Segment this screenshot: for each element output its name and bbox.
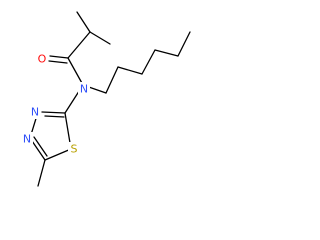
atom-label-layer: O N N N S [21, 52, 90, 156]
ring-nitrogen-1-atom: N [29, 105, 41, 119]
bond-hexyl-3 [117, 66, 143, 75]
ring-sulfur-atom: S [68, 142, 80, 156]
bond-ring-methyl [37, 159, 46, 187]
bond-carbonyl-oxygen-a [49, 55, 69, 59]
bond-carbonyl-oxygen-b [48, 60, 68, 64]
bond-ring-c2-n3-a [41, 111, 66, 114]
bond-layer [29, 11, 191, 187]
carbonyl-oxygen-atom: O [36, 52, 48, 66]
bond-ch-carbonyl [67, 31, 91, 59]
bond-hexyl-2 [105, 66, 119, 94]
molecule-diagram: O N N N S [21, 11, 191, 187]
bond-hexyl-6 [177, 31, 191, 57]
sulfur-label: S [71, 143, 78, 156]
ring-nitrogen-2-atom: N [21, 132, 33, 146]
ring-nitrogen-2-label: N [23, 133, 31, 146]
bond-methyl-upper [76, 11, 91, 33]
bond-ring-c2-n3-b [44, 115, 65, 118]
oxygen-label: O [38, 53, 47, 66]
bond-hexyl-5 [154, 49, 179, 57]
bond-hexyl-4 [141, 49, 156, 75]
amide-nitrogen-atom: N [78, 82, 90, 96]
amide-nitrogen-label: N [80, 83, 88, 96]
bond-methyl-right [89, 31, 111, 45]
ring-nitrogen-1-label: N [31, 106, 39, 119]
bond-carbonyl-nitrogen [67, 57, 84, 86]
bond-ring-c5-s1 [44, 148, 72, 161]
bond-ring-n4-c5-b [33, 136, 48, 157]
